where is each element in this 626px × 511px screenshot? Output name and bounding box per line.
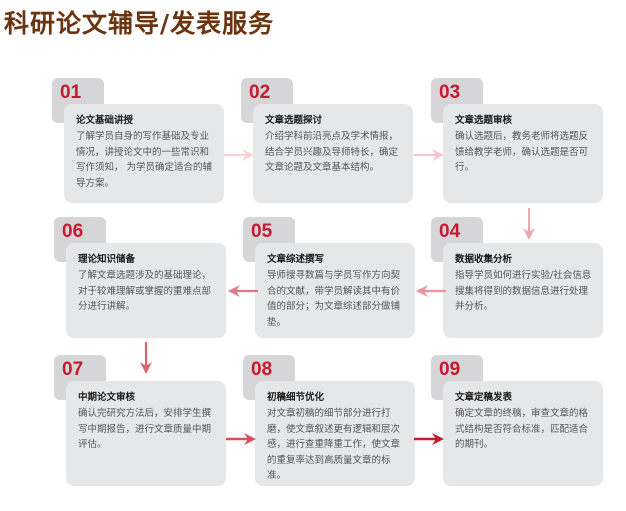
arrow-right-icon (224, 149, 254, 161)
step-body: 对文章初稿的细节部分进行打磨，使文章叙述更有逻辑和层次感，进行查重降重工作，使文… (267, 408, 401, 481)
step-card: 初稿细节优化 对文章初稿的细节部分进行打磨，使文章叙述更有逻辑和层次感，进行查重… (255, 381, 415, 486)
step-05: 05 文章综述撰写 导师搜寻数篇与学员写作方向契合的文献，带学员解读其中有价值的… (243, 217, 423, 342)
step-number: 02 (249, 82, 271, 103)
arrow-down-icon (523, 208, 535, 240)
step-title: 文章选题审核 (455, 115, 513, 126)
step-title: 文章定稿发表 (455, 392, 513, 403)
step-02: 02 文章选题探讨 介绍学科前沿亮点及学术情报，结合学员兴趣及导师特长，确定文章… (241, 78, 421, 203)
step-body: 介绍学科前沿亮点及学术情报，结合学员兴趣及导师特长，确定文章论题及文章基本结构。 (265, 131, 399, 173)
step-body: 了解文章选题涉及的基础理论，对于较难理解或掌握的重难点部分进行讲解。 (78, 270, 212, 312)
step-body: 确认选题后，教务老师将选题反馈给教学老师，确认选题是否可行。 (455, 131, 589, 173)
step-card: 中期论文审核 确认完研究方法后，安排学生撰写中期报告，进行文章质量中期评估。 (66, 381, 226, 486)
arrow-right-icon (414, 433, 444, 445)
step-title: 数据收集分析 (455, 254, 513, 265)
step-06: 06 理论知识储备 了解文章选题涉及的基础理论，对于较难理解或掌握的重难点部分进… (54, 217, 234, 342)
arrow-left-icon (416, 285, 446, 297)
step-08: 08 初稿细节优化 对文章初稿的细节部分进行打磨，使文章叙述更有逻辑和层次感，进… (243, 355, 423, 490)
step-title: 初稿细节优化 (267, 392, 325, 403)
step-title: 理论知识储备 (78, 254, 136, 265)
step-07: 07 中期论文审核 确认完研究方法后，安排学生撰写中期报告，进行文章质量中期评估… (54, 355, 234, 490)
step-number: 01 (60, 82, 82, 103)
step-body: 导师搜寻数篇与学员写作方向契合的文献，带学员解读其中有价值的部分；为文章综述部分… (267, 270, 401, 328)
step-number: 09 (439, 359, 461, 380)
step-card: 文章综述撰写 导师搜寻数篇与学员写作方向契合的文献，带学员解读其中有价值的部分；… (255, 243, 415, 338)
step-title: 文章综述撰写 (267, 254, 325, 265)
step-04: 04 数据收集分析 指导学员如何进行实验/社会信息搜集将得到的数据信息进行处理并… (431, 217, 611, 342)
step-body: 指导学员如何进行实验/社会信息搜集将得到的数据信息进行处理并分析。 (455, 270, 592, 312)
step-number: 06 (62, 221, 84, 242)
step-number: 08 (251, 359, 273, 380)
step-number-tab: 07 (54, 355, 106, 400)
step-body: 了解学员自身的写作基础及专业情况，讲授论文中的一些常识和写作须知， 为学员确定适… (76, 131, 213, 189)
step-title: 论文基础讲授 (76, 115, 134, 126)
step-title: 文章选题探讨 (265, 115, 323, 126)
step-card: 论文基础讲授 了解学员自身的写作基础及专业情况，讲授论文中的一些常识和写作须知，… (64, 104, 224, 203)
step-number: 03 (439, 82, 461, 103)
arrow-left-icon (228, 285, 258, 297)
step-card: 理论知识储备 了解文章选题涉及的基础理论，对于较难理解或掌握的重难点部分进行讲解… (66, 243, 226, 338)
step-03: 03 文章选题审核 确认选题后，教务老师将选题反馈给教学老师，确认选题是否可行。 (431, 78, 611, 203)
arrow-right-icon (414, 149, 444, 161)
step-card: 数据收集分析 指导学员如何进行实验/社会信息搜集将得到的数据信息进行处理并分析。 (443, 243, 603, 338)
step-body: 确定文章的终稿，审查文章的格式结构是否符合标准，匹配适合的期刊。 (455, 408, 589, 450)
arrow-right-icon (226, 433, 256, 445)
step-title: 中期论文审核 (78, 392, 136, 403)
page-title: 科研论文辅导/发表服务 (4, 9, 275, 38)
step-09: 09 文章定稿发表 确定文章的终稿，审查文章的格式结构是否符合标准，匹配适合的期… (431, 355, 611, 490)
step-number: 05 (251, 221, 273, 242)
step-body: 确认完研究方法后，安排学生撰写中期报告，进行文章质量中期评估。 (78, 408, 212, 450)
step-number: 04 (439, 221, 461, 242)
step-card: 文章选题审核 确认选题后，教务老师将选题反馈给教学老师，确认选题是否可行。 (443, 104, 603, 203)
step-card: 文章定稿发表 确定文章的终稿，审查文章的格式结构是否符合标准，匹配适合的期刊。 (443, 381, 603, 486)
arrow-down-icon (140, 342, 152, 374)
step-number: 07 (62, 359, 84, 380)
step-card: 文章选题探讨 介绍学科前沿亮点及学术情报，结合学员兴趣及导师特长，确定文章论题及… (253, 104, 413, 203)
step-01: 01 论文基础讲授 了解学员自身的写作基础及专业情况，讲授论文中的一些常识和写作… (52, 78, 232, 203)
